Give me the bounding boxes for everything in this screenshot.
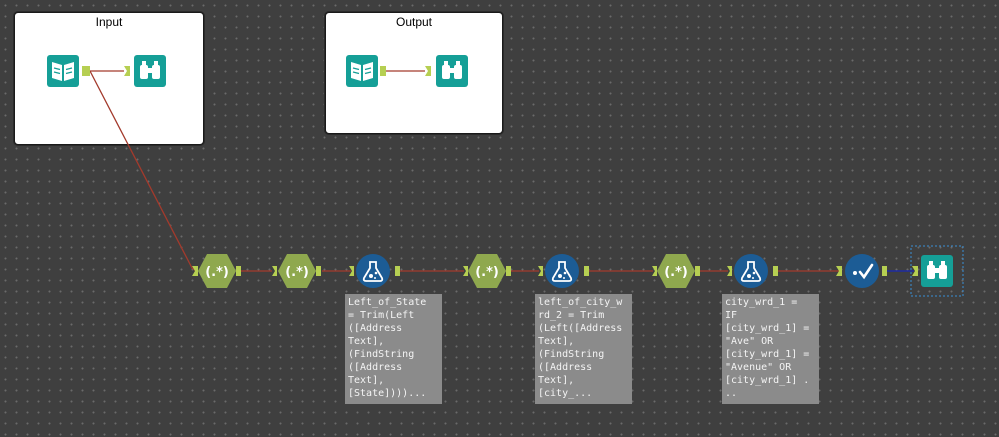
formula-tool-1[interactable] [356,254,390,288]
input-container-title: Input [95,15,123,29]
regex-glyph: (.*) [475,265,499,280]
output-anchor[interactable] [82,66,90,76]
input-data-tool[interactable] [346,55,378,87]
browse-tool[interactable] [134,55,166,87]
input-anchor[interactable] [124,66,130,76]
formula-tool-3[interactable] [734,254,768,288]
browse-tool-final[interactable] [910,245,964,297]
regex-glyph: (.*) [285,265,309,280]
output-anchor[interactable] [380,66,386,76]
regex-tool-1[interactable]: (.*) [198,254,236,288]
input-container[interactable]: Input [14,12,204,145]
browse-tool[interactable] [436,55,468,87]
input-data-tool[interactable] [47,55,79,87]
connectors [89,70,914,272]
formula-annotation-3: city_wrd_1 = IF [city_wrd_1] = "Ave" OR … [722,294,819,404]
anchors [192,266,918,276]
input-anchor[interactable] [425,66,431,76]
regex-glyph: (.*) [205,265,229,280]
output-container-title: Output [395,15,433,29]
select-tool[interactable] [845,254,879,288]
formula-tool-2[interactable] [545,254,579,288]
regex-tool-3[interactable]: (.*) [468,254,506,288]
regex-tool-2[interactable]: (.*) [278,254,316,288]
regex-glyph: (.*) [664,265,688,280]
formula-annotation-2: left_of_city_w rd_2 = Trim (Left([Addres… [535,294,632,404]
formula-annotation-1: Left_of_State = Trim(Left ([Address Text… [345,294,442,404]
regex-tool-4[interactable]: (.*) [657,254,695,288]
